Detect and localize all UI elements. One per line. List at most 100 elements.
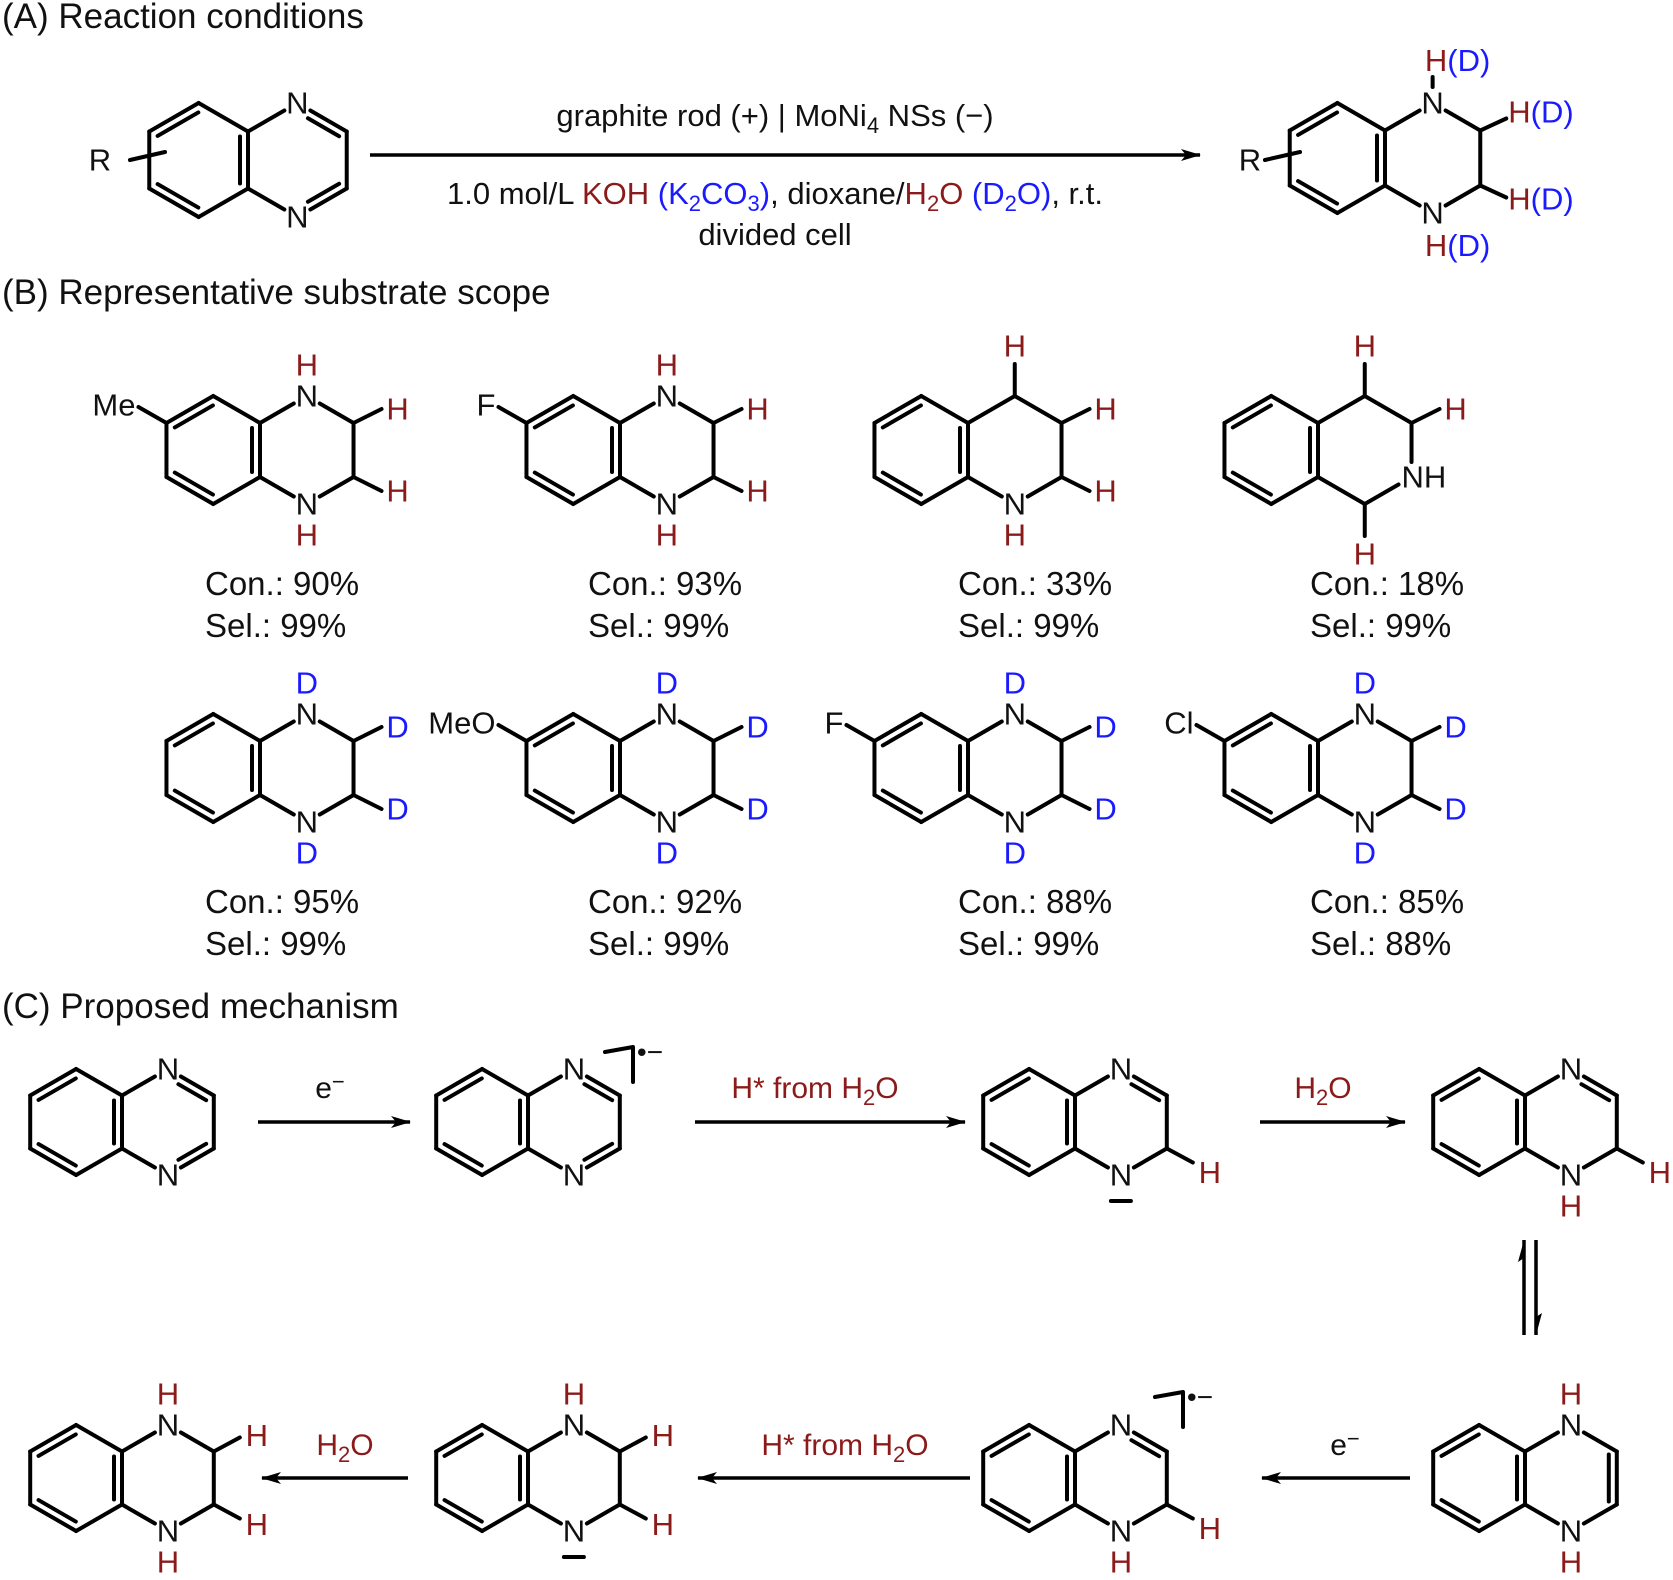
atom-label: NH xyxy=(1402,460,1447,495)
bond xyxy=(872,475,924,506)
bond xyxy=(1362,394,1414,425)
bond xyxy=(1164,1146,1195,1165)
h-label: H xyxy=(246,1418,268,1453)
atom-label: N xyxy=(286,200,308,235)
bond xyxy=(246,186,287,212)
isotope-label: D xyxy=(386,792,408,827)
double-bond xyxy=(532,788,575,815)
double-bond xyxy=(989,1498,1031,1524)
bond xyxy=(434,1502,485,1533)
bond xyxy=(1059,725,1092,743)
h-label: H xyxy=(1199,1155,1221,1190)
isotope-label: D xyxy=(1444,792,1466,827)
bond xyxy=(981,1423,1032,1454)
atom-label: N xyxy=(1110,1514,1132,1549)
atom-label: N xyxy=(563,1514,585,1549)
bond xyxy=(258,401,296,425)
bond xyxy=(211,475,262,506)
bond xyxy=(1477,1146,1527,1177)
isotope-label: D xyxy=(296,836,318,871)
bond xyxy=(1523,1502,1560,1526)
bond xyxy=(1375,793,1414,817)
bond xyxy=(526,1502,563,1526)
bond xyxy=(480,1423,530,1454)
bond xyxy=(120,1502,157,1526)
bond xyxy=(164,793,216,824)
bond xyxy=(28,1146,79,1177)
bond xyxy=(178,1146,216,1170)
h-label: H xyxy=(1094,392,1116,427)
bond xyxy=(1194,723,1227,743)
section-c-title: (C) Proposed mechanism xyxy=(2,987,399,1026)
bond xyxy=(1025,793,1064,817)
bond xyxy=(1443,183,1483,208)
h-label: H xyxy=(1560,1377,1582,1412)
bond xyxy=(178,1430,216,1454)
isotope-label: H xyxy=(386,474,408,509)
bond xyxy=(480,1502,530,1533)
conversion-label: Con.: 18% xyxy=(1310,565,1464,602)
selectivity-label: Sel.: 99% xyxy=(588,925,729,962)
bond xyxy=(919,712,970,743)
bond xyxy=(258,793,296,817)
bond xyxy=(1269,475,1320,506)
bond xyxy=(351,793,384,811)
bond xyxy=(584,1430,622,1454)
bond xyxy=(584,1074,622,1098)
radical-anion-symbol: •− xyxy=(1187,1382,1213,1413)
bond xyxy=(966,793,1004,817)
double-bond xyxy=(442,1076,484,1102)
double-bond xyxy=(1129,1082,1162,1103)
bond xyxy=(258,719,296,743)
atom-label: N xyxy=(563,1052,585,1087)
bond xyxy=(981,1146,1032,1177)
mechanism-step-label: H2O xyxy=(1294,1072,1351,1110)
bond xyxy=(496,405,529,425)
bond xyxy=(1335,183,1387,215)
h-label: H xyxy=(1110,1545,1132,1580)
isotope-label: D xyxy=(1004,836,1026,871)
double-bond xyxy=(1129,1438,1162,1459)
double-bond xyxy=(1230,721,1273,748)
substituent-label: F xyxy=(825,706,844,741)
selectivity-label: Sel.: 99% xyxy=(1310,607,1451,644)
radical-bracket xyxy=(603,1045,635,1084)
bond xyxy=(147,101,201,134)
bond xyxy=(1222,793,1274,824)
isotope-label: H xyxy=(296,518,318,553)
bond xyxy=(1478,183,1509,200)
bond xyxy=(246,108,287,134)
product-nh-label-bottom: H(D) xyxy=(1425,228,1490,263)
bond xyxy=(1059,407,1092,425)
reaction-conditions-cell: divided cell xyxy=(698,217,851,252)
double-bond xyxy=(442,1142,484,1168)
atom-label: N xyxy=(286,86,308,121)
bond xyxy=(211,712,262,743)
bond xyxy=(496,723,529,743)
double-bond xyxy=(172,788,215,815)
double-bond xyxy=(36,1432,78,1458)
conversion-label: Con.: 93% xyxy=(588,565,742,602)
bond xyxy=(196,101,250,134)
bond xyxy=(677,401,716,425)
atom-label: N xyxy=(1004,805,1026,840)
bond xyxy=(872,712,924,743)
bond xyxy=(1362,482,1401,506)
double-bond xyxy=(1296,179,1340,206)
bond xyxy=(480,1067,530,1098)
selectivity-label: Sel.: 88% xyxy=(1310,925,1451,962)
bond xyxy=(1027,1423,1077,1454)
bond xyxy=(524,394,576,425)
bond xyxy=(120,1430,157,1454)
selectivity-label: Sel.: 99% xyxy=(958,607,1099,644)
bond xyxy=(480,1146,530,1177)
reaction-conditions-above: graphite rod (+) | MoNi4 NSs (−) xyxy=(556,98,993,138)
radical-anion-symbol: •− xyxy=(637,1037,663,1068)
isotope-label: D xyxy=(1354,836,1376,871)
double-bond xyxy=(305,181,342,204)
double-bond xyxy=(305,116,342,139)
reaction-conditions-below: 1.0 mol/L KOH (K2CO3), dioxane/H2O (D2O)… xyxy=(447,176,1103,216)
bond xyxy=(211,1502,242,1521)
